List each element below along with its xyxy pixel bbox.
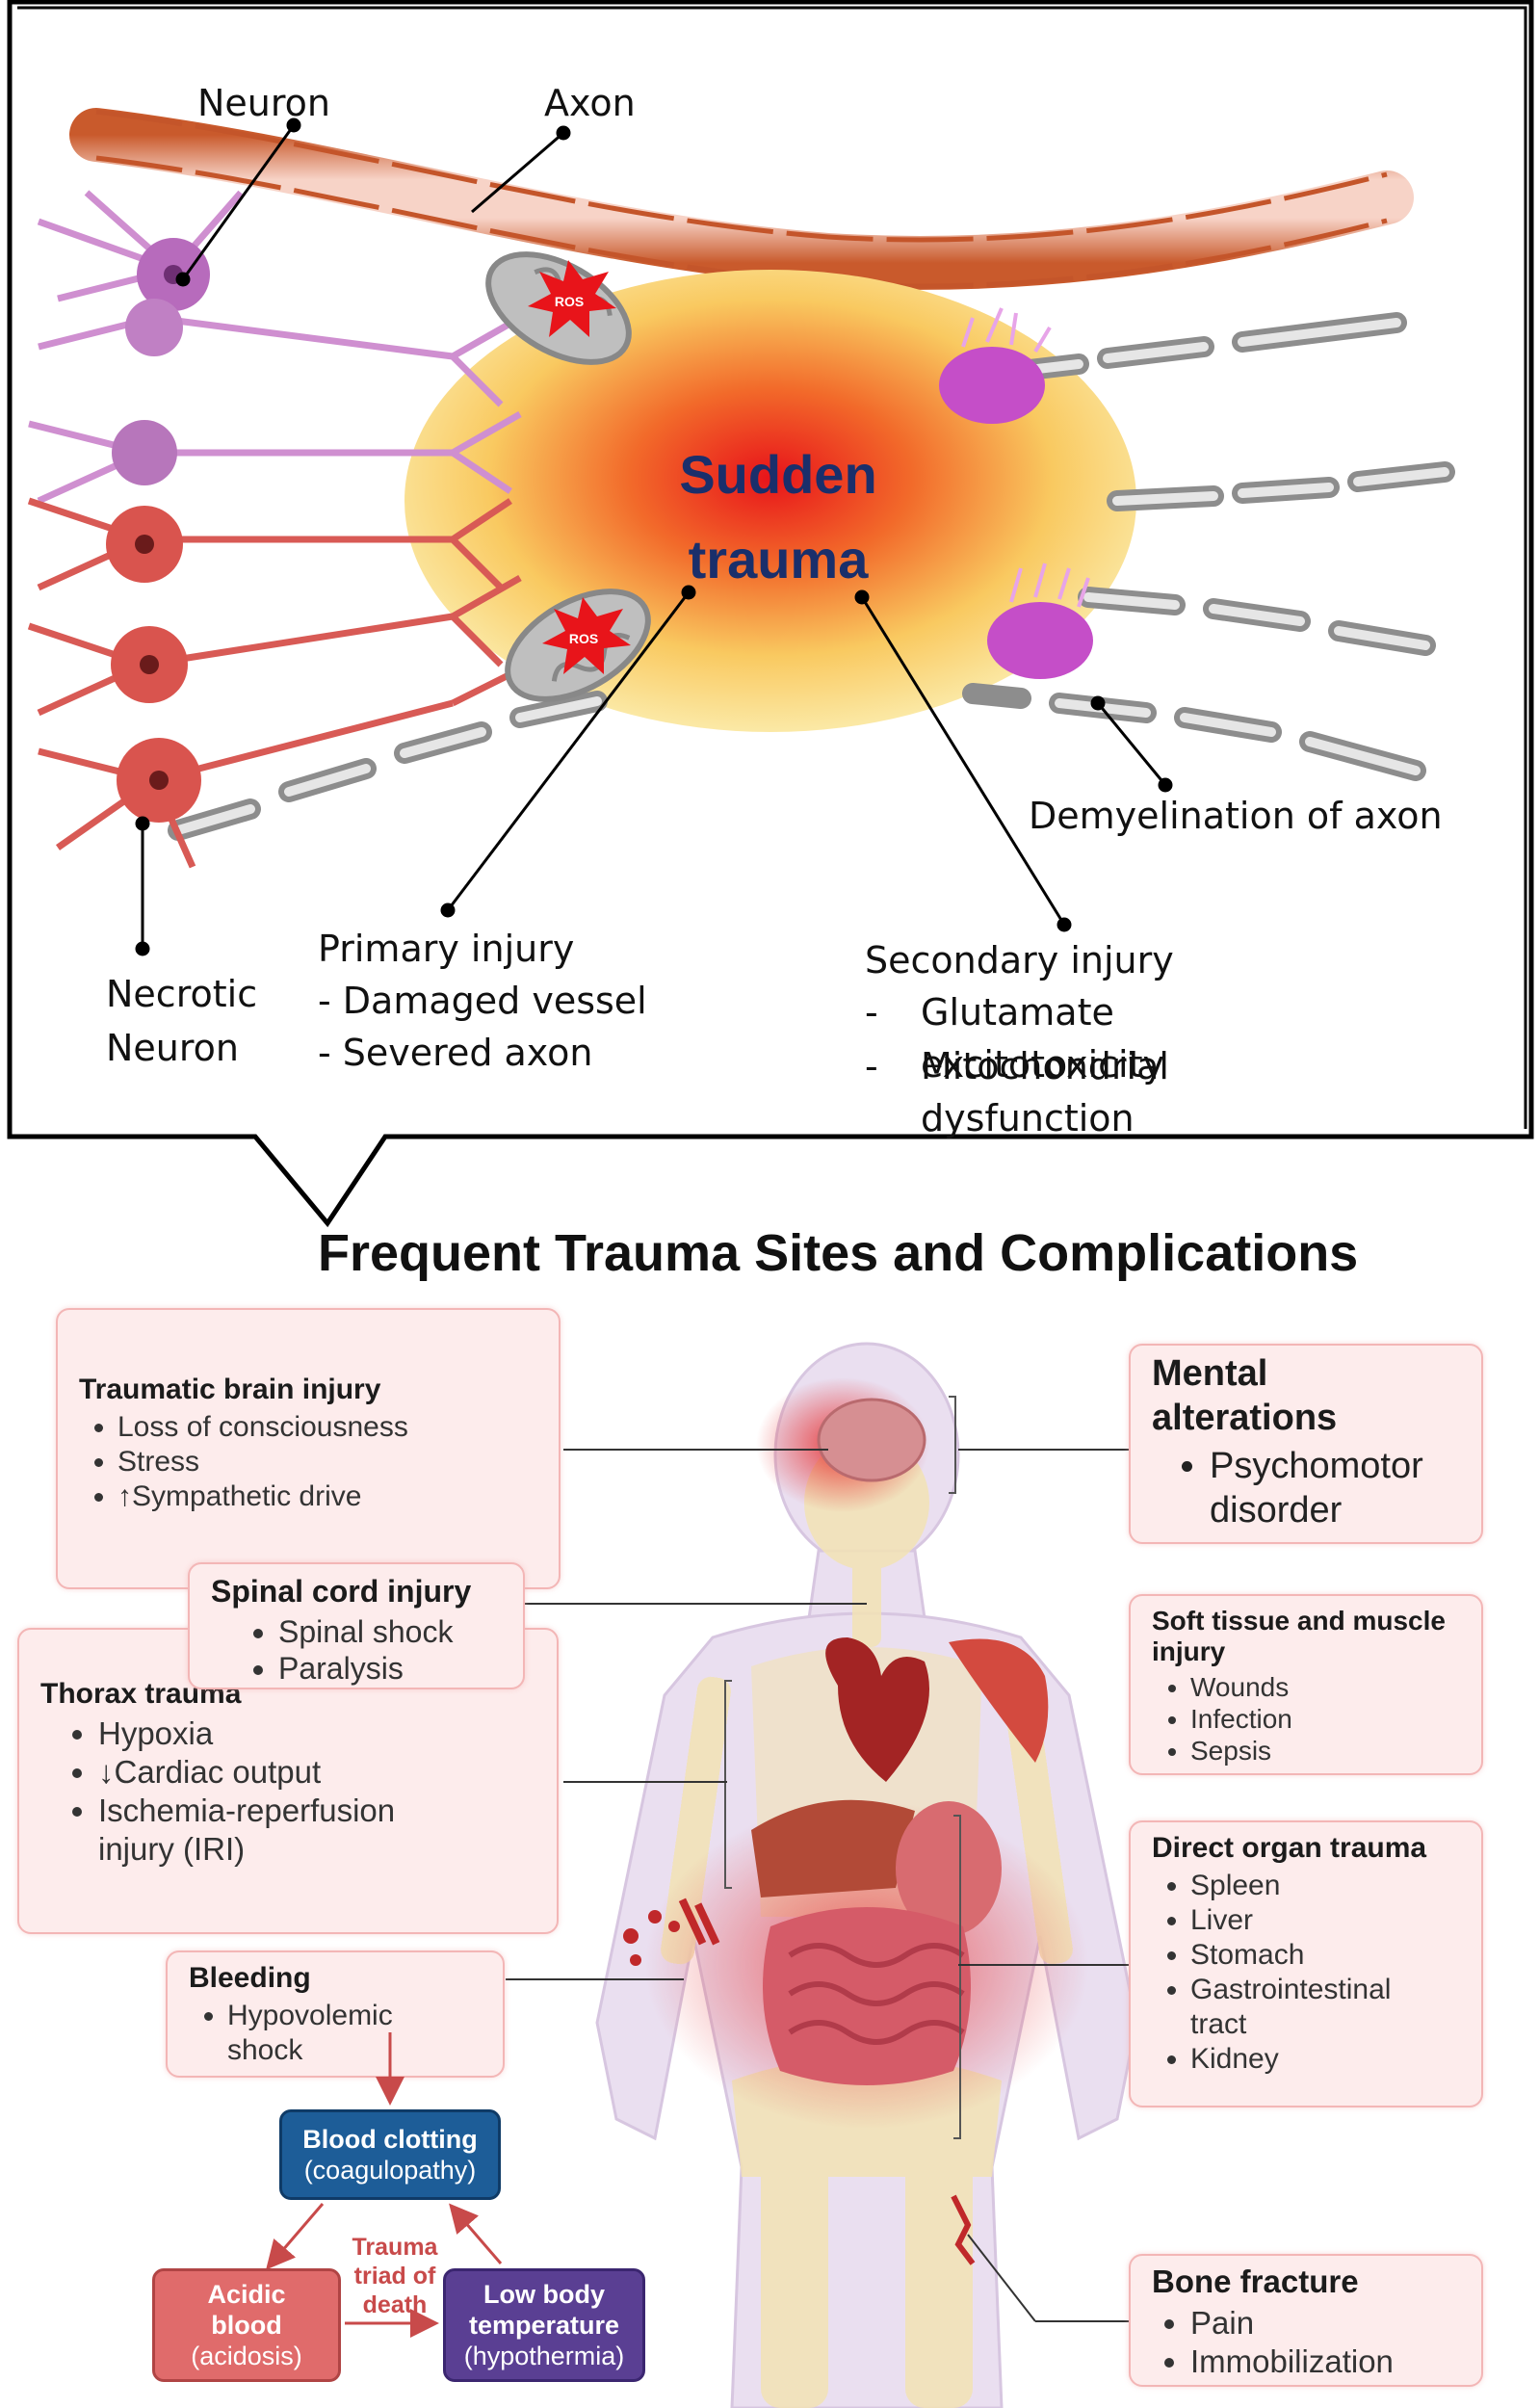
mitochondrion-ros-top: ROS — [485, 251, 632, 365]
dash-icon: - — [865, 991, 878, 1034]
list-item: Hypovolemic shock — [227, 1999, 449, 2068]
box-title: Spinal cord injury — [211, 1574, 472, 1609]
primary-injury-item: - Severed axon — [318, 1032, 593, 1074]
box-title: Traumatic brain injury — [79, 1374, 381, 1405]
soft-tissue-box: Soft tissue and muscle injury Wounds Inf… — [1129, 1594, 1483, 1775]
necrotic-neuron-label-line1: Necrotic — [106, 973, 258, 1015]
glutamate-cell-top — [939, 307, 1052, 424]
box-title: Direct organ trauma — [1152, 1832, 1427, 1864]
list-item: Paralysis — [278, 1650, 502, 1687]
ros-label-bottom: ROS — [569, 631, 598, 646]
acidic-title-line1: Acidic — [207, 2280, 286, 2309]
low-body-temperature-node: Low body temperature (hypothermia) — [443, 2268, 645, 2382]
clotting-title: Blood clotting — [302, 2125, 478, 2154]
bleeding-box: Bleeding Hypovolemic shock — [166, 1950, 505, 2078]
neuron-label: Neuron — [197, 82, 331, 124]
list-item: Psychomotor disorder — [1210, 1444, 1441, 1532]
axon-nerve-fiber — [69, 108, 1414, 290]
sudden-trauma-title-line1: Sudden — [679, 444, 876, 505]
primary-injury-item: - Damaged vessel — [318, 980, 647, 1022]
secondary-injury-item: Glutamate excitotoxicity — [921, 991, 1164, 1086]
box-list: Hypovolemic shock — [189, 1999, 449, 2068]
neurons-cluster — [27, 190, 522, 869]
direct-organ-trauma-box: Direct organ trauma Spleen Liver Stomach… — [1129, 1820, 1483, 2107]
cold-title-line1: Low body — [483, 2280, 605, 2309]
mitochondrion-ros-bottom: ROS — [505, 589, 651, 702]
blood-clotting-node: Blood clotting (coagulopathy) — [279, 2109, 501, 2200]
primary-injury-title: Primary injury — [318, 928, 575, 970]
box-list: Pain Immobilization — [1152, 2304, 1460, 2381]
sudden-trauma-title-line2: trauma — [689, 529, 870, 589]
acidic-blood-node: Acidic blood (acidosis) — [152, 2268, 341, 2382]
secondary-injury-title: Secondary injury — [865, 939, 1174, 982]
main-title: Frequent Trauma Sites and Complications — [318, 1224, 1359, 1282]
box-list: Psychomotor disorder — [1152, 1444, 1460, 1532]
list-item: Liver — [1190, 1903, 1431, 1938]
list-item: Wounds — [1190, 1671, 1460, 1703]
box-list: Wounds Infection Sepsis — [1152, 1671, 1460, 1767]
list-item: Pain — [1190, 2304, 1460, 2343]
list-item: Ischemia-reperfusion injury (IRI) — [98, 1792, 464, 1869]
bone-fracture-box: Bone fracture Pain Immobilization — [1129, 2254, 1483, 2387]
triad-center-label: Trauma triad of death — [337, 2233, 453, 2319]
box-title: Bone fracture — [1152, 2264, 1359, 2299]
callout-lines — [135, 118, 1173, 956]
list-item: Stress — [117, 1445, 537, 1479]
dash-icon: - — [865, 1045, 878, 1087]
triad-center-line2: triad of — [353, 2263, 436, 2290]
list-item: Sepsis — [1190, 1735, 1460, 1767]
primary-injury-group: Primary injury - Damaged vessel - Severe… — [318, 923, 647, 1079]
spinal-cord-injury-box: Spinal cord injury Spinal shock Paralysi… — [188, 1562, 525, 1689]
list-item: Spinal shock — [278, 1613, 502, 1650]
list-item: Spleen — [1190, 1869, 1431, 1903]
ros-label-top: ROS — [555, 294, 584, 309]
list-item: Hypoxia — [98, 1714, 464, 1753]
box-list: Hypoxia ↓Cardiac output Ischemia-reperfu… — [40, 1714, 464, 1869]
acidic-title-line2: blood — [211, 2311, 282, 2340]
axon-label: Axon — [544, 82, 636, 124]
triad-arrows — [266, 2032, 503, 2338]
secondary-injury-item: Mitochondrial dysfunction — [921, 1045, 1169, 1139]
box-list: Spinal shock Paralysis — [211, 1613, 502, 1687]
list-item: Immobilization — [1190, 2343, 1460, 2381]
box-title: Bleeding — [189, 1962, 311, 1994]
box-title: Soft tissue and muscle injury — [1152, 1606, 1446, 1666]
connector-lines — [506, 1449, 1136, 2322]
traumatic-brain-injury-box: Traumatic brain injury Loss of conscious… — [56, 1308, 561, 1589]
triad-center-line1: Trauma — [352, 2234, 438, 2261]
cold-subtitle: (hypothermia) — [463, 2342, 625, 2370]
list-item: Infection — [1190, 1703, 1460, 1735]
list-item: Kidney — [1190, 2042, 1431, 2077]
box-list: Loss of consciousness Stress ↑Sympatheti… — [79, 1410, 537, 1514]
list-item: Gastrointestinal tract — [1190, 1973, 1431, 2042]
list-item: Loss of consciousness — [117, 1410, 537, 1445]
glutamate-cell-bottom — [987, 563, 1093, 679]
necrotic-neuron-label-line2: Neuron — [106, 1027, 240, 1069]
clotting-subtitle: (coagulopathy) — [303, 2156, 477, 2185]
mental-alterations-box: Mental alterations Psychomotor disorder — [1129, 1344, 1483, 1544]
cold-title-line2: temperature — [468, 2311, 620, 2340]
list-item: Stomach — [1190, 1938, 1431, 1973]
secondary-injury-group: Secondary injury - Glutamate excitotoxic… — [865, 934, 1174, 1139]
triad-center-line3: death — [362, 2291, 428, 2318]
list-item: ↑Sympathetic drive — [117, 1479, 537, 1514]
list-item: ↓Cardiac output — [98, 1753, 464, 1792]
demyelination-label: Demyelination of axon — [1029, 795, 1443, 837]
box-title: Mental alterations — [1152, 1353, 1338, 1438]
box-list: Spleen Liver Stomach Gastrointestinal tr… — [1152, 1869, 1431, 2077]
top-panel-diagram: ROS ROS Sudden trauma — [7, 0, 1534, 1228]
human-body-illustration — [506, 1342, 1138, 2408]
acidic-subtitle: (acidosis) — [191, 2342, 302, 2370]
